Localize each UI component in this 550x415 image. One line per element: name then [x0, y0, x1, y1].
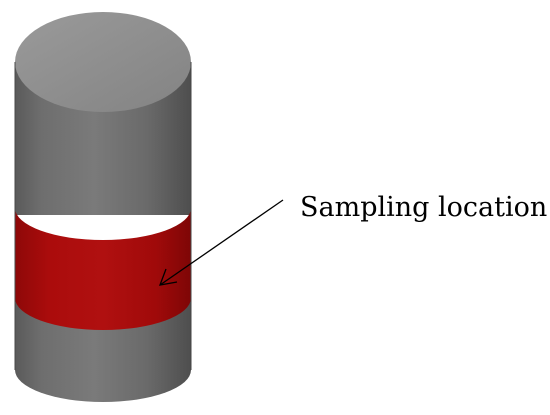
arrow-head — [158, 268, 178, 286]
arrow-shaft — [159, 199, 284, 286]
cylinder — [14, 12, 192, 402]
cylinder-top-face — [15, 12, 191, 112]
sampling-band — [15, 208, 191, 330]
sampling-location-label: Sampling location — [300, 192, 547, 223]
arrow — [158, 199, 284, 286]
